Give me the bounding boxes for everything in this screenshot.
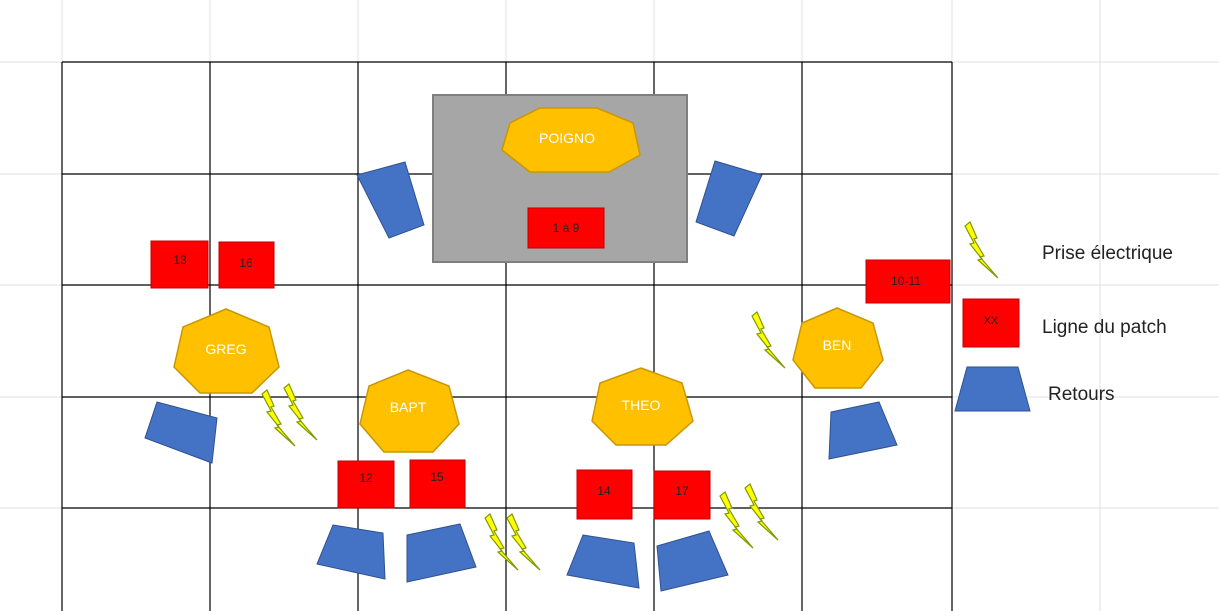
musician-label: POIGNO (539, 130, 595, 146)
musician-label: GREG (205, 341, 246, 357)
patch-box: 17 (653, 470, 711, 520)
musician-label: BEN (823, 337, 852, 353)
lightning-bolt-icon (751, 311, 786, 369)
lightning-bolt-icon (506, 513, 541, 571)
monitor-icon (316, 524, 386, 580)
patch-label: 12 (359, 471, 373, 485)
patch-box: 10-11 (865, 259, 951, 304)
patch-label: 14 (597, 484, 611, 498)
patch-label: 16 (239, 256, 253, 270)
patch-boxes: 1 à 9 13 16 10-11 12 15 14 17 (150, 207, 951, 520)
musician-poigno: POIGNO (501, 107, 641, 173)
monitor-icon (695, 160, 763, 237)
patch-box: 1 à 9 (527, 207, 605, 249)
monitor-icon (356, 161, 425, 239)
monitor-icon (406, 523, 477, 583)
power-outlets (261, 311, 786, 571)
patch-label: 15 (430, 470, 444, 484)
lightning-bolt-icon (964, 221, 999, 279)
lightning-bolt-icon (744, 483, 779, 541)
lightning-bolt-icon (261, 389, 296, 447)
lightning-bolt-icon (283, 383, 318, 441)
monitor-icon (656, 530, 729, 592)
monitors (144, 160, 898, 592)
monitor-icon (144, 401, 218, 464)
patch-label: 17 (675, 484, 689, 498)
patch-box: 14 (576, 469, 633, 520)
musician-bapt: BAPT (359, 369, 460, 453)
patch-box: 16 (218, 241, 275, 289)
musician-theo: THEO (591, 367, 694, 446)
musician-label: BAPT (390, 399, 427, 415)
patch-box: 15 (409, 459, 466, 509)
monitor-icon (566, 534, 640, 589)
musician-label: THEO (622, 397, 661, 413)
legend-item-patch: XX Ligne du patch (962, 298, 1167, 348)
patch-label: 13 (173, 253, 187, 267)
monitor-icon (828, 401, 898, 460)
legend-label: Prise électrique (1042, 243, 1173, 264)
legend-label: Ligne du patch (1042, 317, 1167, 338)
lightning-bolt-icon (719, 491, 754, 549)
patch-box: 12 (337, 460, 395, 509)
legend-item-monitors: Retours (954, 366, 1115, 412)
musician-ben: BEN (792, 307, 884, 389)
patch-label: 10-11 (891, 274, 921, 288)
monitor-icon (954, 366, 1031, 412)
patch-box: 13 (150, 240, 209, 289)
legend: Prise électrique XX Ligne du patch Retou… (954, 221, 1173, 412)
patch-label: 1 à 9 (553, 221, 580, 235)
legend-item-power: Prise électrique (964, 221, 1173, 279)
lightning-bolt-icon (484, 513, 519, 571)
musician-greg: GREG (173, 308, 280, 394)
patch-label: XX (984, 315, 999, 327)
legend-label: Retours (1048, 384, 1115, 405)
